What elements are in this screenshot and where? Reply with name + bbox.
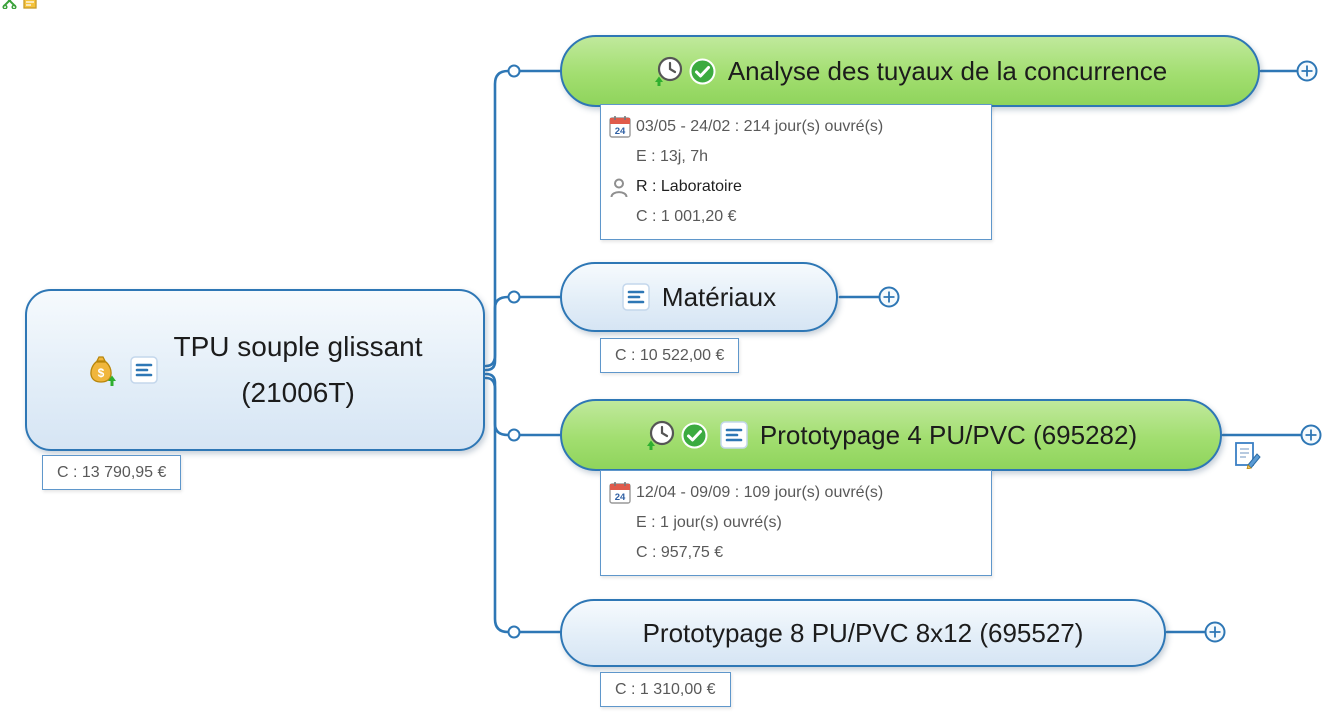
topic-materiaux[interactable]: Matériaux	[560, 262, 838, 332]
expand-button-materiaux[interactable]	[878, 286, 900, 308]
detail-text: 12/04 - 09/09 : 109 jour(s) ouvré(s)	[636, 484, 884, 501]
topic-analyse[interactable]: Analyse des tuyaux de la concurrence	[560, 35, 1260, 107]
root-topic[interactable]: $ TPU souple glissant (21006T)	[25, 289, 485, 451]
person-icon	[609, 177, 636, 198]
detail-row: 24 12/04 - 09/09 : 109 jour(s) ouvré(s)	[609, 478, 977, 508]
detail-text: E : 13j, 7h	[636, 148, 709, 165]
detail-row: E : 1 jour(s) ouvré(s)	[609, 508, 977, 538]
clock-icon	[645, 419, 677, 451]
root-cost-badge: C : 13 790,95 €	[42, 455, 182, 490]
money-bag-icon: $	[84, 353, 118, 387]
expand-button-prototypage-4[interactable]	[1300, 424, 1322, 446]
topic-prototypage-4[interactable]: Prototypage 4 PU/PVC (695282)	[560, 399, 1222, 471]
topic-prototypage-8[interactable]: Prototypage 8 PU/PVC 8x12 (695527)	[560, 599, 1166, 667]
svg-text:24: 24	[615, 126, 626, 137]
calendar-icon: 24	[609, 481, 636, 505]
topic-title: Prototypage 4 PU/PVC (695282)	[759, 419, 1138, 450]
document-icon[interactable]	[23, 0, 37, 9]
detail-row: 24 03/05 - 24/02 : 214 jour(s) ouvré(s)	[609, 112, 977, 142]
detail-row: E : 13j, 7h	[609, 142, 977, 172]
cost-badge-prototypage-8: C : 1 310,00 €	[600, 672, 731, 707]
check-icon	[689, 58, 716, 85]
root-topic-title: TPU souple glissant (21006T)	[173, 331, 423, 408]
detail-row: R : Laboratoire	[609, 172, 977, 202]
topic-title: Prototypage 8 PU/PVC 8x12 (695527)	[642, 617, 1084, 648]
detail-row: C : 1 001,20 €	[609, 202, 977, 232]
cut-scissors-icon[interactable]	[2, 0, 18, 9]
branch-joint-dots	[507, 64, 521, 639]
svg-text:$: $	[98, 366, 105, 380]
resources-icon	[720, 421, 748, 449]
detail-text: R : Laboratoire	[636, 178, 742, 195]
notes-icon[interactable]	[1233, 441, 1261, 469]
detail-text: C : 1 001,20 €	[636, 208, 737, 225]
detail-text: E : 1 jour(s) ouvré(s)	[636, 514, 782, 531]
topic-title: Analyse des tuyaux de la concurrence	[727, 55, 1168, 86]
detail-text: 03/05 - 24/02 : 214 jour(s) ouvré(s)	[636, 118, 884, 135]
svg-text:24: 24	[615, 492, 626, 503]
resources-icon	[622, 283, 650, 311]
corner-toolbar	[2, 0, 37, 9]
detail-text: C : 957,75 €	[636, 544, 724, 561]
check-icon	[681, 422, 708, 449]
detail-row: C : 957,75 €	[609, 538, 977, 568]
clock-icon	[653, 55, 685, 87]
expand-button-prototypage-8[interactable]	[1204, 621, 1226, 643]
expand-button-analyse[interactable]	[1296, 60, 1318, 82]
calendar-icon: 24	[609, 115, 636, 139]
resources-icon	[130, 356, 158, 384]
cost-badge-materiaux: C : 10 522,00 €	[600, 338, 740, 373]
topic-title: Matériaux	[661, 281, 777, 312]
detail-box-analyse: 24 03/05 - 24/02 : 214 jour(s) ouvré(s) …	[600, 104, 992, 240]
detail-box-prototypage-4: 24 12/04 - 09/09 : 109 jour(s) ouvré(s) …	[600, 470, 992, 576]
